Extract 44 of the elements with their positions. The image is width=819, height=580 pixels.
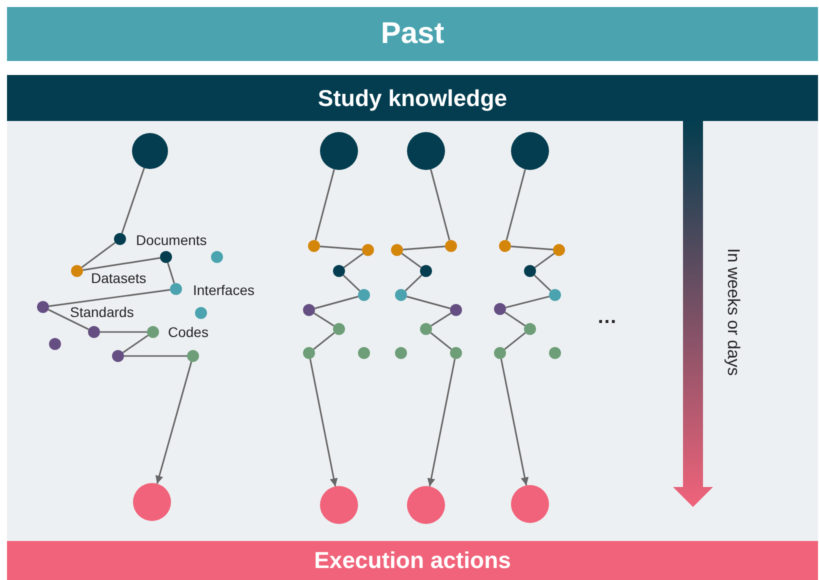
connector-line (314, 312, 334, 326)
connector-line (124, 355, 187, 357)
connector-line (167, 262, 175, 284)
connector-line (401, 252, 422, 268)
connector-line (430, 169, 450, 240)
connector-line (430, 312, 452, 326)
connector-line (122, 334, 148, 354)
connector-line (506, 296, 550, 308)
text-label: Standards (70, 303, 134, 321)
connector-line (430, 332, 452, 350)
connector-line (121, 168, 145, 234)
connector-line (313, 332, 335, 350)
connector-line (48, 289, 170, 307)
connector-line (343, 252, 364, 268)
connector-line (314, 169, 335, 240)
ellipsis: … (597, 308, 617, 326)
connector-line (406, 296, 450, 310)
connector-line (100, 331, 147, 333)
title-band: Study knowledge (7, 75, 818, 121)
title-band: Execution actions (7, 541, 818, 580)
connector-line (404, 274, 422, 292)
connector-line (320, 246, 362, 250)
connector-line (506, 169, 526, 240)
connector-line (342, 274, 360, 292)
text-label: Datasets (91, 269, 146, 287)
connector-line (82, 257, 160, 271)
arrow (155, 362, 192, 484)
connector-line (402, 246, 446, 250)
text-label: In weeks or days (724, 248, 742, 376)
connector-line (504, 312, 526, 326)
arrow (500, 358, 529, 486)
connector-line (510, 246, 554, 250)
connector-line (81, 242, 116, 268)
connector-line (534, 252, 555, 268)
connector-line (534, 274, 552, 292)
text-label: Documents (136, 231, 207, 249)
text-label: Interfaces (193, 281, 254, 299)
connector-line (314, 296, 358, 310)
arrow (309, 358, 338, 487)
connector-line (504, 332, 526, 350)
title-band: Past (7, 7, 818, 61)
arrow (427, 358, 456, 487)
text-label: Codes (168, 323, 208, 341)
connector-line (48, 308, 89, 330)
